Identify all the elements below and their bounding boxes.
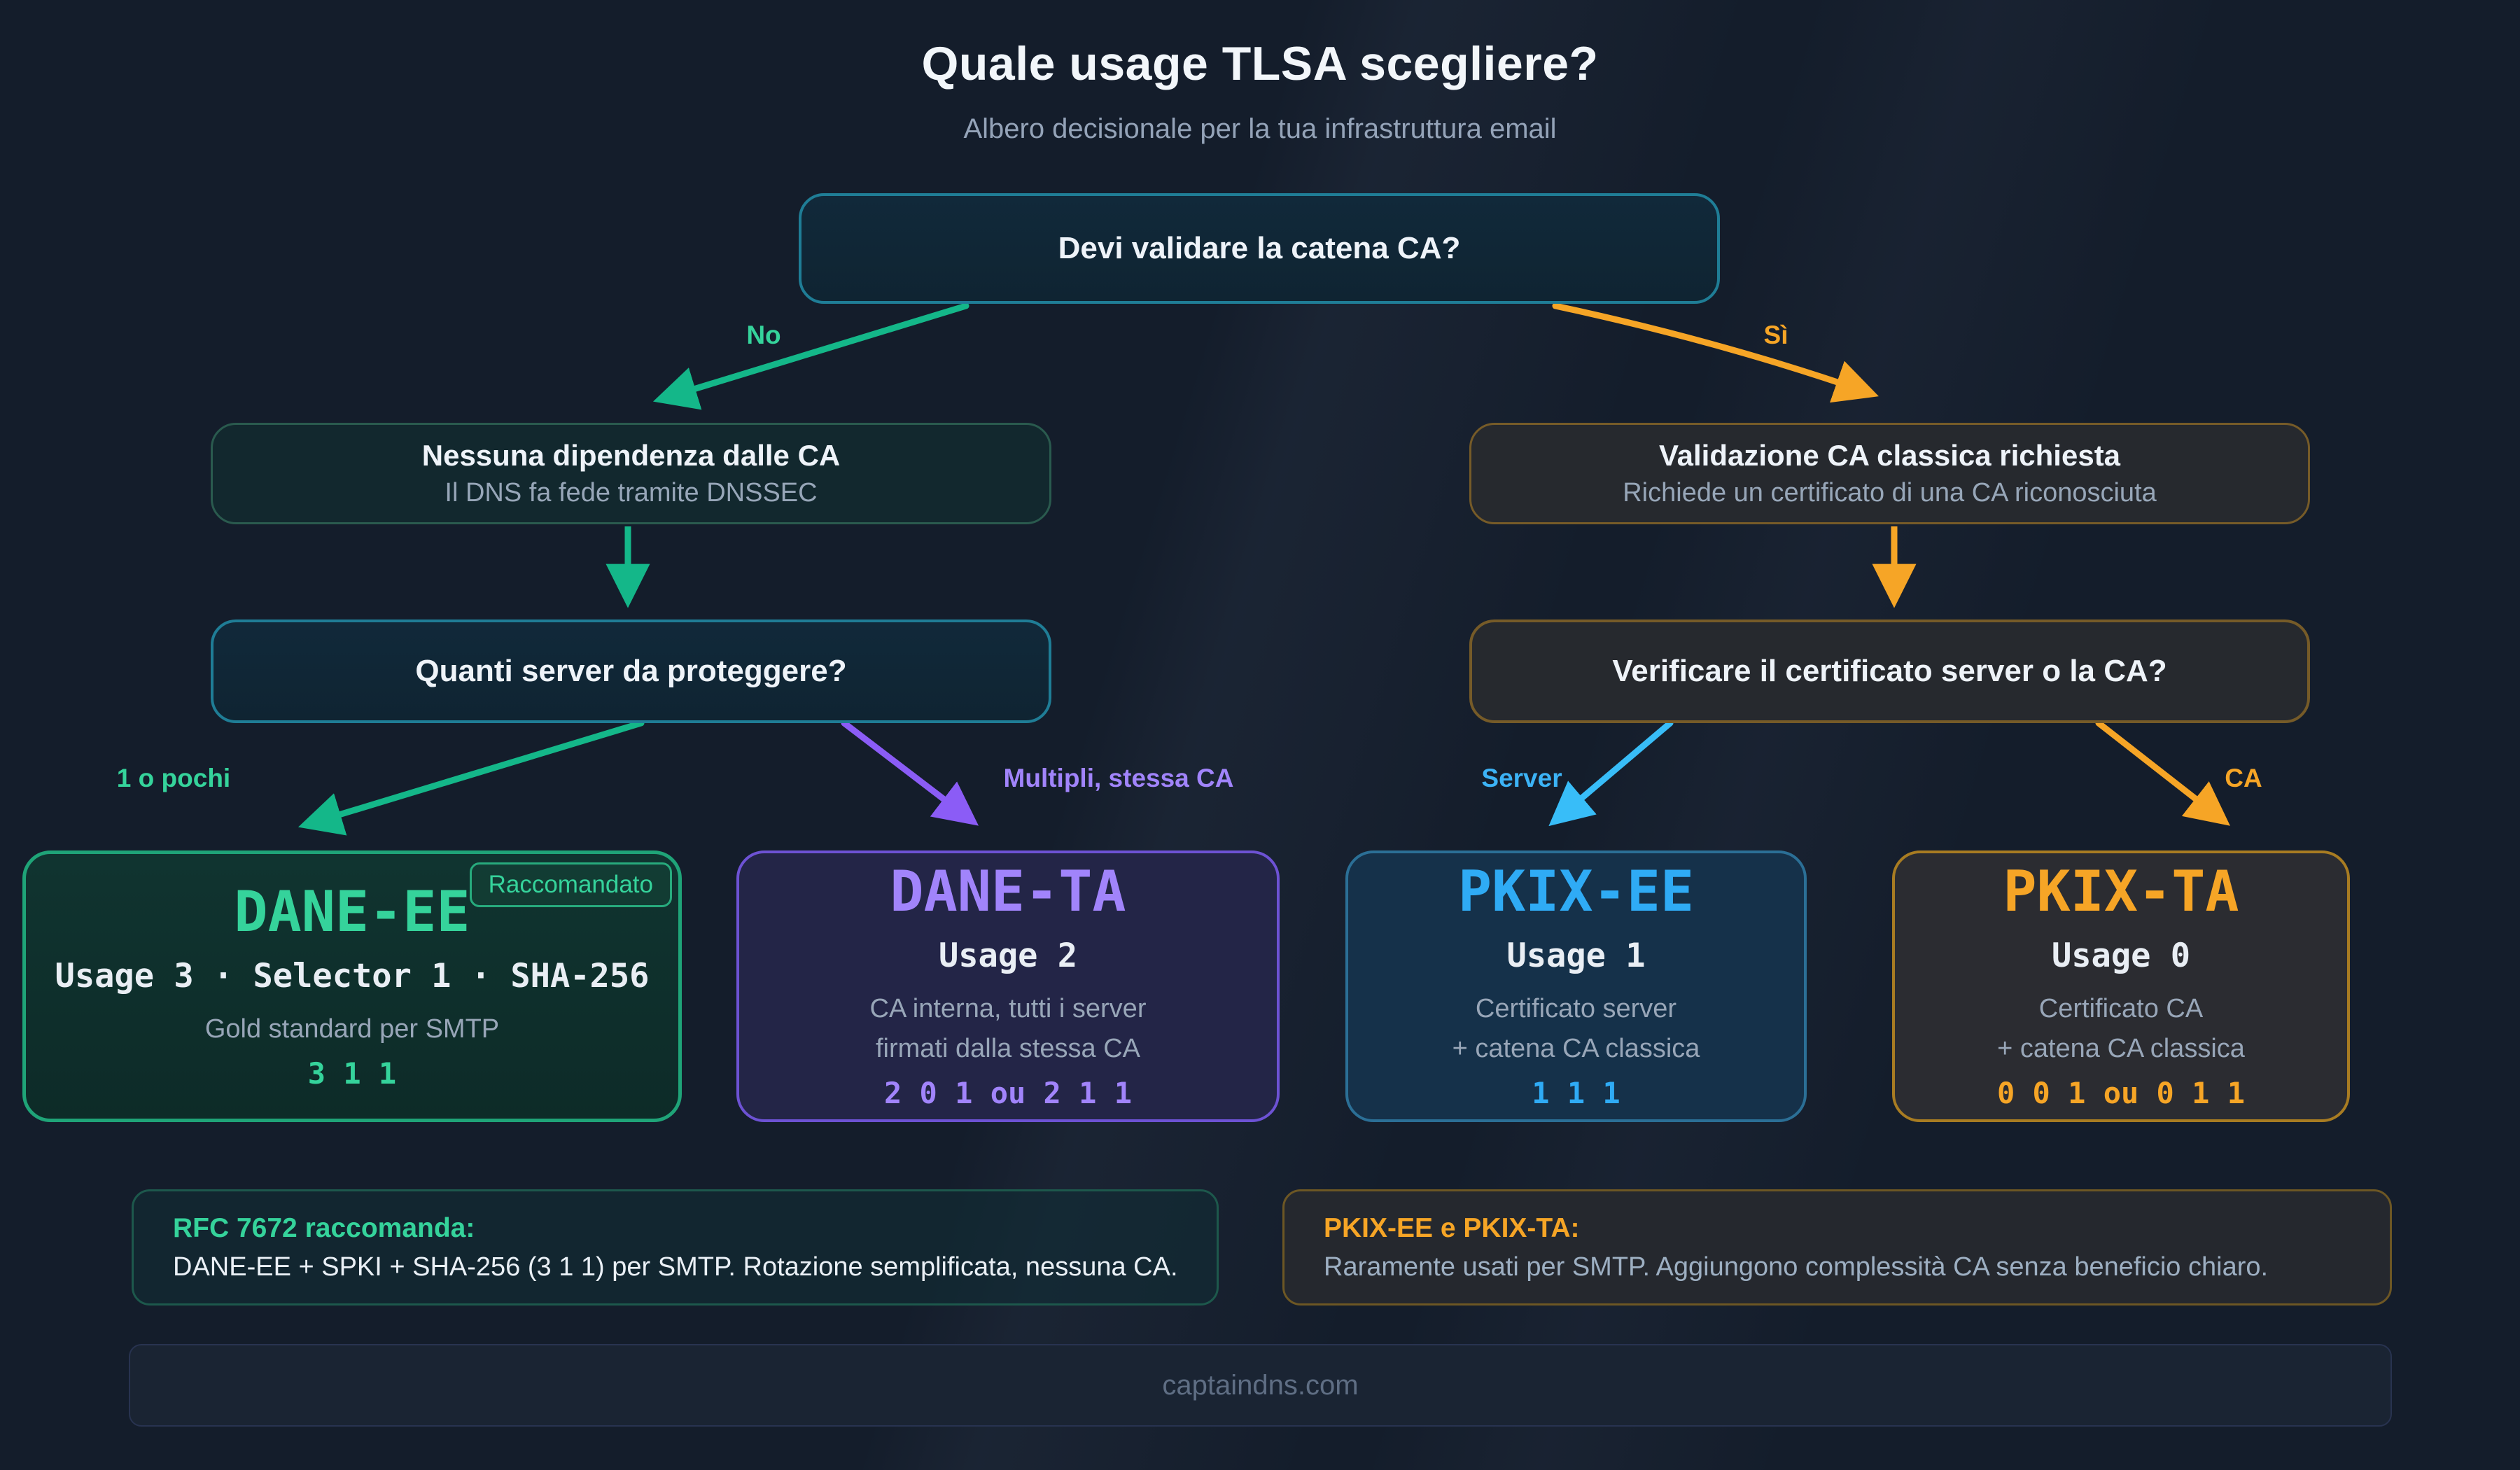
edge-label-server: Server (1481, 764, 1562, 792)
root-question-text: Devi validare la catena CA? (1058, 231, 1461, 265)
edge-ca-arrow (2095, 720, 2230, 826)
pkix-ta-title: PKIX-TA (2003, 859, 2239, 924)
dane-ta-title: DANE-TA (890, 859, 1126, 924)
how-many-servers-text: Quanti server da proteggere? (415, 654, 847, 688)
dane-ta-code: 2 0 1 ou 2 1 1 (883, 1076, 1132, 1110)
node-no-dependency: Nessuna dipendenza dalle CA Il DNS fa fe… (211, 423, 1051, 524)
pkix-ee-title: PKIX-EE (1457, 859, 1695, 924)
dane-ee-code: 3 1 1 (307, 1056, 397, 1091)
dane-ta-desc-line2: firmati dalla stessa CA (875, 1034, 1140, 1063)
pkix-ee-desc-line2: + catena CA classica (1452, 1034, 1700, 1063)
edge-label-ca: CA (2225, 764, 2262, 792)
note-pkix: PKIX-EE e PKIX-TA: Raramente usati per S… (1282, 1189, 2392, 1306)
card-pkix-ta: PKIX-TA Usage 0 Certificato CA + catena … (1892, 850, 2350, 1122)
pkix-ee-code: 1 1 1 (1532, 1076, 1620, 1110)
ca-validation-subtitle: Richiede un certificato di una CA ricono… (1623, 478, 2157, 507)
note-pkix-body: Raramente usati per SMTP. Aggiungono com… (1324, 1252, 2269, 1282)
pkix-ta-code: 0 0 1 ou 0 1 1 (1996, 1076, 2245, 1110)
edge-si-arrow (1552, 302, 1879, 403)
card-dane-ee: Raccomandato DANE-EE Usage 3 · Selector … (22, 850, 682, 1122)
pkix-ta-desc-line2: + catena CA classica (1997, 1034, 2245, 1063)
pkix-ee-desc-line1: Certificato server (1475, 994, 1677, 1023)
pkix-ee-usage: Usage 1 (1506, 937, 1646, 975)
recommended-badge: Raccomandato (469, 862, 672, 907)
ca-validation-title: Validazione CA classica richiesta (1658, 439, 2121, 472)
edge-no-arrow (652, 302, 969, 410)
edge-label-no: No (746, 321, 781, 349)
dane-ee-desc: Gold standard per SMTP (204, 1014, 500, 1044)
node-how-many-servers: Quanti server da proteggere? (211, 620, 1051, 723)
verify-cert-or-ca-text: Verificare il certificato server o la CA… (1612, 654, 2167, 688)
pkix-ta-desc-line1: Certificato CA (2038, 994, 2204, 1023)
edge-server-arrow (1548, 720, 1674, 827)
edge-one-or-few-arrow (298, 720, 645, 836)
page-title: Quale usage TLSA scegliere? (921, 37, 1599, 90)
edge-multiple-same-ca-arrow (841, 720, 979, 826)
edge-label-multiple-same-ca: Multipli, stessa CA (1003, 764, 1234, 792)
no-dependency-title: Nessuna dipendenza dalle CA (421, 439, 841, 472)
page-subtitle: Albero decisionale per la tua infrastrut… (963, 113, 1557, 144)
node-ca-validation: Validazione CA classica richiesta Richie… (1469, 423, 2310, 524)
note-pkix-heading: PKIX-EE e PKIX-TA: (1324, 1212, 1580, 1243)
no-dependency-subtitle: Il DNS fa fede tramite DNSSEC (444, 478, 818, 507)
note-rfc-body: DANE-EE + SPKI + SHA-256 (3 1 1) per SMT… (173, 1252, 1178, 1282)
edge-label-one-or-few: 1 o pochi (116, 764, 231, 792)
node-verify-cert-or-ca: Verificare il certificato server o la CA… (1469, 620, 2310, 723)
footer-domain: captaindns.com (1162, 1369, 1359, 1401)
dane-ta-usage: Usage 2 (938, 937, 1078, 975)
note-rfc-heading: RFC 7672 raccomanda: (173, 1212, 475, 1243)
pkix-ta-usage: Usage 0 (2051, 937, 2191, 975)
note-rfc-7672: RFC 7672 raccomanda: DANE-EE + SPKI + SH… (132, 1189, 1219, 1306)
card-pkix-ee: PKIX-EE Usage 1 Certificato server + cat… (1345, 850, 1807, 1122)
dane-ee-usage: Usage 3 · Selector 1 · SHA-256 (55, 956, 650, 995)
dane-ta-desc-line1: CA interna, tutti i server (869, 994, 1147, 1023)
dane-ee-title: DANE-EE (234, 878, 470, 944)
node-root-question: Devi validare la catena CA? (799, 193, 1720, 304)
edge-label-si: Sì (1763, 321, 1788, 349)
footer-bar: captaindns.com (129, 1344, 2392, 1427)
card-dane-ta: DANE-TA Usage 2 CA interna, tutti i serv… (736, 850, 1280, 1122)
